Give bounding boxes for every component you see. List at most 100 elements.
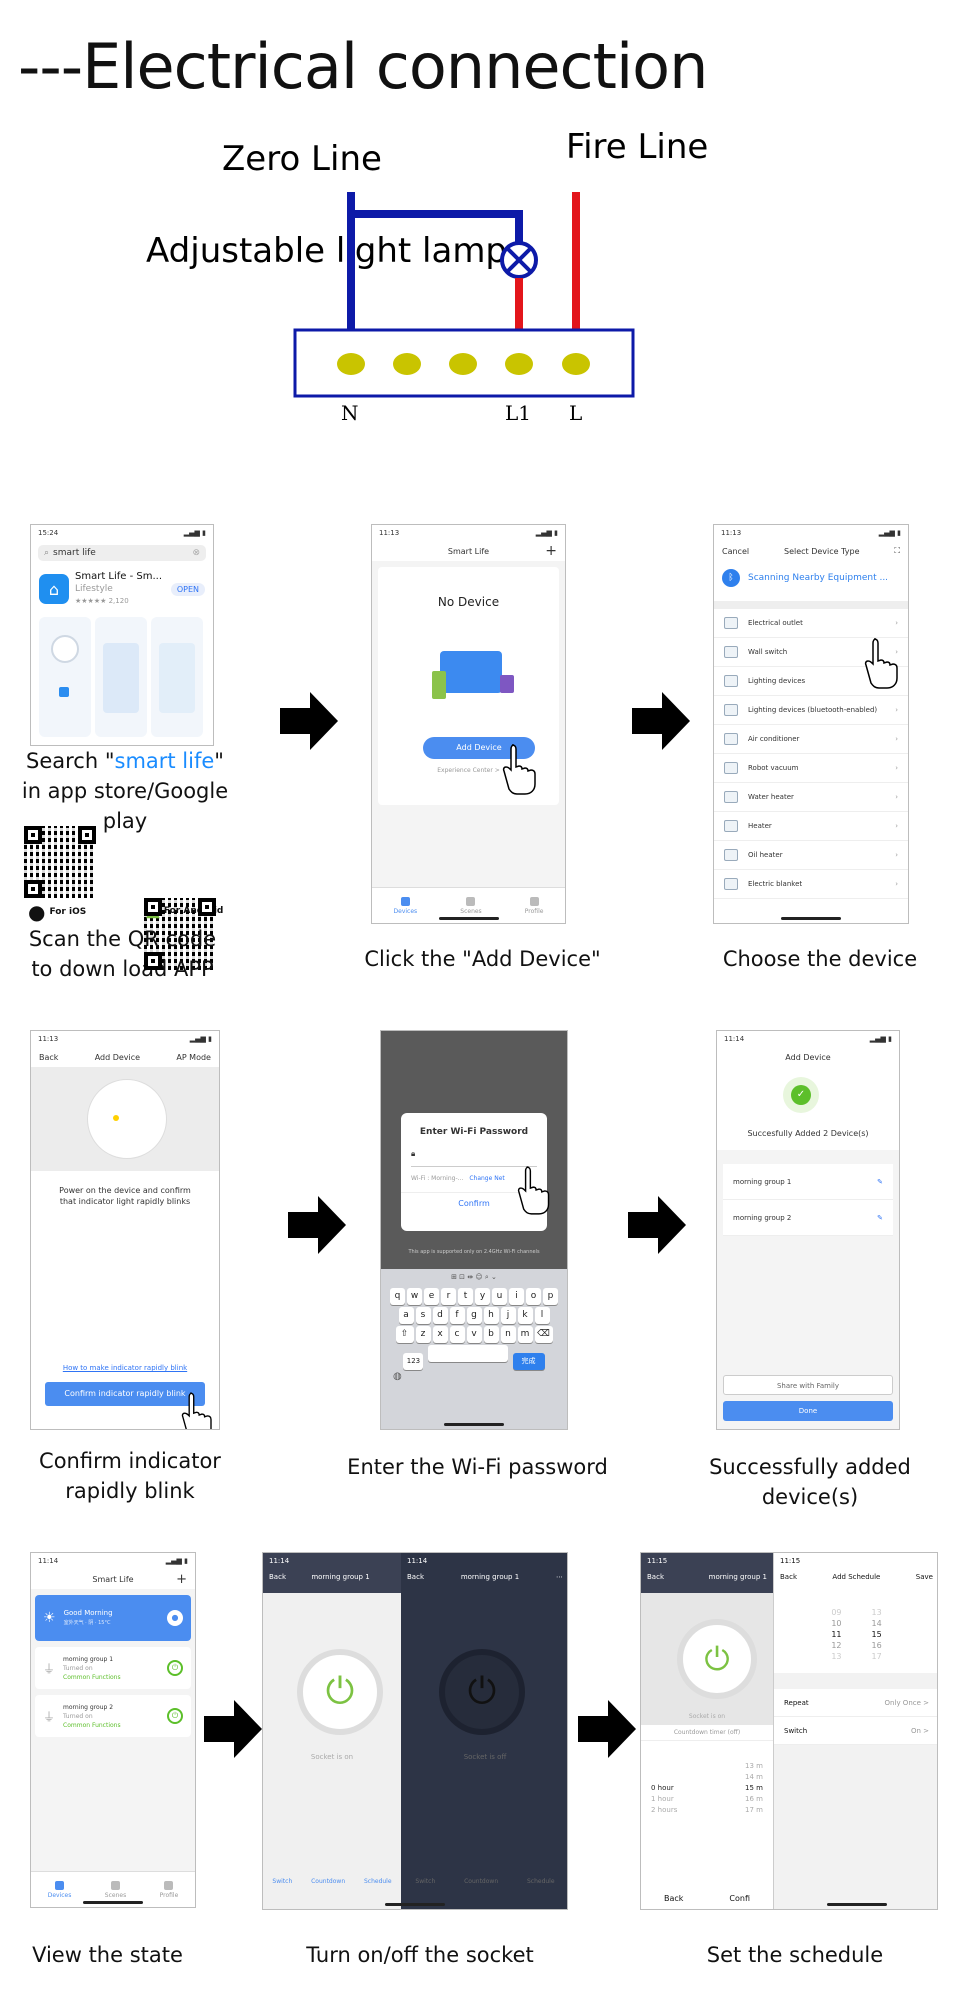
hour-picker[interactable]: 0 hour 1 hour 2 hours	[651, 1761, 707, 1816]
common-functions-link[interactable]: Common Functions	[63, 1721, 121, 1729]
back-button[interactable]: Back	[269, 1573, 286, 1581]
device-type-item[interactable]: Air conditioner›	[714, 725, 908, 754]
key-a[interactable]: a	[398, 1307, 414, 1324]
key-n[interactable]: n	[500, 1326, 516, 1343]
key-l[interactable]: l	[534, 1307, 550, 1324]
edit-icon[interactable]: ✎	[877, 1177, 883, 1186]
key-g[interactable]: g	[466, 1307, 482, 1324]
num-key[interactable]: 123	[403, 1353, 424, 1370]
mic-icon[interactable]: ●	[167, 1610, 183, 1626]
scan-icon[interactable]: ⛶	[894, 546, 900, 555]
tab-switch[interactable]: Switch	[272, 1878, 293, 1885]
common-functions-link[interactable]: Common Functions	[63, 1673, 121, 1681]
key-o[interactable]: o	[526, 1288, 541, 1305]
change-network-link[interactable]: Change Net	[469, 1175, 505, 1182]
key-w[interactable]: w	[407, 1288, 422, 1305]
tab-profile[interactable]: Profile	[525, 896, 543, 915]
hour-option[interactable]: 2 hours	[651, 1806, 678, 1814]
tab-scenes[interactable]: Scenes	[460, 896, 482, 915]
space-key[interactable]	[428, 1345, 508, 1362]
shift-key[interactable]: ⇧	[395, 1326, 414, 1343]
add-icon[interactable]: +	[545, 543, 557, 559]
ap-mode-button[interactable]: AP Mode	[176, 1052, 211, 1062]
back-button[interactable]: Back	[780, 1573, 797, 1581]
add-device-button[interactable]: Add Device	[423, 737, 535, 759]
key-y[interactable]: y	[475, 1288, 490, 1305]
hour-option[interactable]: 0 hour	[651, 1784, 674, 1792]
search-input[interactable]: ⌕ smart life ⊗	[38, 545, 206, 561]
device-type-item[interactable]: Oil heater›	[714, 841, 908, 870]
key-m[interactable]: m	[517, 1326, 533, 1343]
tab-switch[interactable]: Switch	[415, 1878, 436, 1885]
tab-devices[interactable]: Devices	[48, 1880, 71, 1899]
key-f[interactable]: f	[449, 1307, 465, 1324]
confirm-blink-button[interactable]: Confirm indicator rapidly blink	[45, 1382, 205, 1406]
done-button[interactable]: Done	[723, 1401, 893, 1421]
device-type-item[interactable]: Electrical outlet›	[714, 609, 908, 638]
key-r[interactable]: r	[441, 1288, 456, 1305]
back-button[interactable]: Back	[647, 1573, 664, 1581]
device-type-item[interactable]: Lighting devices (bluetooth-enabled)›	[714, 696, 908, 725]
device-type-item[interactable]: Water heater›	[714, 783, 908, 812]
power-toggle-icon[interactable]: ⏻	[167, 1708, 183, 1724]
device-type-item[interactable]: Robot vacuum›	[714, 754, 908, 783]
key-q[interactable]: q	[390, 1288, 405, 1305]
key-p[interactable]: p	[543, 1288, 558, 1305]
key-k[interactable]: k	[517, 1307, 533, 1324]
add-icon[interactable]: +	[176, 1571, 187, 1587]
tab-schedule[interactable]: Schedule	[526, 1878, 555, 1885]
qr-code-ios[interactable]	[24, 826, 96, 898]
open-button[interactable]: OPEN	[170, 582, 205, 596]
back-button[interactable]: Back	[407, 1573, 424, 1581]
key-s[interactable]: s	[415, 1307, 431, 1324]
password-input[interactable]: 🔒︎	[411, 1149, 537, 1167]
back-button[interactable]: Back	[663, 1894, 684, 1903]
confirm-button[interactable]: Confi	[729, 1894, 750, 1903]
key-h[interactable]: h	[483, 1307, 499, 1324]
key-j[interactable]: j	[500, 1307, 516, 1324]
globe-icon[interactable]: ◍	[393, 1371, 402, 1382]
key-b[interactable]: b	[483, 1326, 499, 1343]
save-button[interactable]: Save	[915, 1573, 933, 1581]
share-family-button[interactable]: Share with Family	[723, 1375, 893, 1395]
delete-key[interactable]: ⌫	[534, 1326, 553, 1343]
key-x[interactable]: x	[432, 1326, 448, 1343]
experience-center-link[interactable]: Experience Center >	[437, 767, 500, 774]
more-icon[interactable]: ⋯	[555, 1573, 563, 1581]
tab-countdown[interactable]: Countdown	[311, 1878, 346, 1885]
tab-schedule[interactable]: Schedule	[363, 1878, 392, 1885]
cancel-button[interactable]: Cancel	[722, 546, 750, 556]
power-toggle-icon[interactable]: ⏻	[167, 1660, 183, 1676]
edit-icon[interactable]: ✎	[877, 1213, 883, 1222]
hour-option[interactable]: 1 hour	[651, 1795, 674, 1803]
confirm-button[interactable]: Confirm	[401, 1192, 547, 1208]
added-device-1[interactable]: morning group 1✎	[723, 1164, 893, 1200]
qr-code-android[interactable]	[144, 898, 216, 970]
tab-scenes[interactable]: Scenes	[105, 1880, 126, 1899]
power-off-button[interactable]: ⏻	[439, 1649, 525, 1735]
device-type-item[interactable]: Heater›	[714, 812, 908, 841]
app-result[interactable]: ⌂ Smart Life - Sm... Lifestyle ★★★★★ 2,1…	[31, 565, 213, 613]
power-on-button[interactable]: ⏻	[297, 1649, 383, 1735]
key-v[interactable]: v	[466, 1326, 482, 1343]
added-device-2[interactable]: morning group 2✎	[723, 1200, 893, 1236]
back-button[interactable]: Back	[39, 1052, 59, 1062]
device-type-item[interactable]: Electric blanket›	[714, 870, 908, 899]
done-key[interactable]: 完成	[512, 1353, 545, 1370]
key-d[interactable]: d	[432, 1307, 448, 1324]
key-u[interactable]: u	[492, 1288, 507, 1305]
key-c[interactable]: c	[449, 1326, 465, 1343]
key-e[interactable]: e	[424, 1288, 439, 1305]
tab-profile[interactable]: Profile	[160, 1880, 178, 1899]
clear-icon[interactable]: ⊗	[192, 548, 200, 558]
